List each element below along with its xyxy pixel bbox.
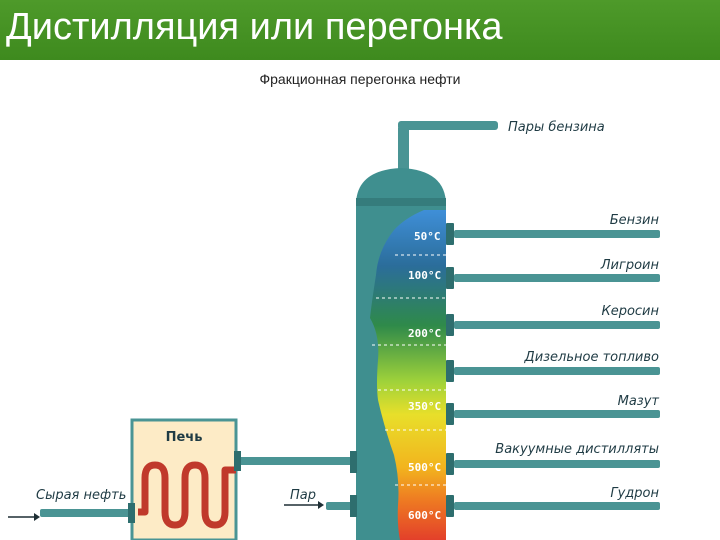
slide-title: Дистилляция или перегонка: [6, 6, 503, 48]
fraction-separators: [372, 254, 446, 486]
furnace-label: Печь: [166, 430, 203, 445]
vapour-output-label: Пары бензина: [508, 120, 605, 135]
fraction-label: Вакуумные дистилляты: [495, 442, 659, 457]
furnace: Печь: [130, 418, 238, 540]
fraction-label: Гудрон: [610, 486, 659, 501]
title-bar: Дистилляция или перегонка: [0, 0, 720, 60]
steam-inlet: Пар: [284, 488, 357, 517]
crude-oil-label: Сырая нефть: [36, 488, 126, 503]
temp-label: 200°C: [408, 327, 441, 340]
temp-label: 600°C: [408, 509, 441, 522]
outlet-pipes: [446, 223, 660, 517]
fraction-label: Мазут: [618, 394, 660, 409]
temp-label: 50°C: [414, 230, 441, 243]
heating-coil: [138, 461, 236, 529]
fraction-label: Дизельное топливо: [524, 350, 660, 365]
furnace-column-pipe: [234, 451, 357, 473]
temp-label: 350°C: [408, 400, 441, 413]
temp-label: 500°C: [408, 461, 441, 474]
fraction-label: Керосин: [601, 304, 659, 319]
crude-oil-inlet: Сырая нефть: [8, 488, 135, 523]
fraction-label: Бензин: [610, 213, 660, 228]
top-vapour-pipe: [398, 121, 498, 173]
fraction-gradient-interior: [370, 210, 446, 540]
steam-label: Пар: [290, 488, 316, 503]
temp-label: 100°C: [408, 269, 441, 282]
diagram-subtitle: Фракционная перегонка нефти: [259, 71, 461, 87]
fraction-label: Лигроин: [600, 258, 660, 273]
